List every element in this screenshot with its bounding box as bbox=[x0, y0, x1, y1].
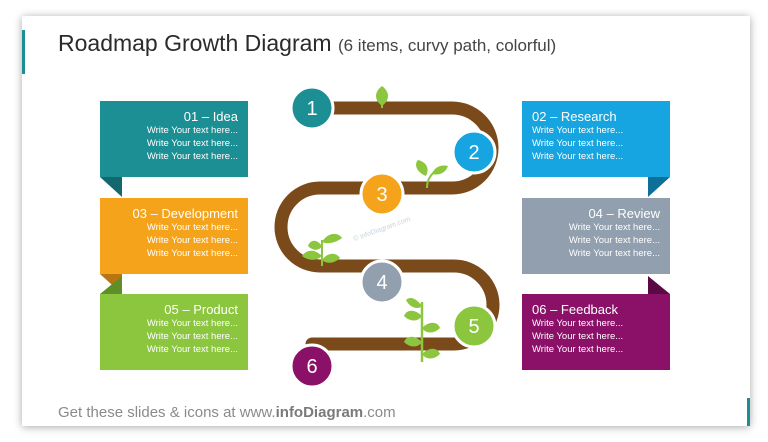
title-accent-bar bbox=[22, 30, 25, 74]
step-text-line: Write Your text here... bbox=[532, 344, 624, 355]
footer-credit: Get these slides & icons at www.infoDiag… bbox=[58, 404, 396, 421]
step-text-line: Write Your text here... bbox=[568, 222, 660, 233]
card-fold bbox=[100, 276, 122, 294]
step-card-review: 04 – Review Write Your text here... Writ… bbox=[522, 198, 670, 274]
step-text-line: Write Your text here... bbox=[146, 331, 238, 342]
step-circle-1: 1 bbox=[289, 85, 335, 131]
title-subtitle: (6 items, curvy path, colorful) bbox=[337, 36, 557, 55]
card-fold bbox=[648, 177, 670, 197]
step-number-5: 5 bbox=[468, 316, 479, 338]
step-circle-3: 3 bbox=[359, 171, 405, 217]
step-heading: 04 – Review bbox=[588, 206, 660, 221]
step-text-line: Write Your text here... bbox=[568, 235, 660, 246]
footer-brand: infoDiagram bbox=[275, 404, 364, 421]
step-heading: 01 – Idea bbox=[183, 109, 238, 124]
step-number-3: 3 bbox=[376, 184, 387, 206]
step-card-product: 05 – Product Write Your text here... Wri… bbox=[100, 294, 248, 370]
step-circle-6: 6 bbox=[289, 343, 335, 389]
seedling-icon bbox=[302, 233, 342, 266]
step-text-line: Write Your text here... bbox=[146, 222, 238, 233]
step-heading: 03 – Development bbox=[132, 206, 238, 221]
step-text-line: Write Your text here... bbox=[146, 248, 238, 259]
step-text-line: Write Your text here... bbox=[146, 138, 238, 149]
step-heading: 05 – Product bbox=[164, 302, 238, 317]
plant-icon bbox=[404, 298, 440, 362]
step-number-6: 6 bbox=[306, 356, 317, 378]
step-text-line: Write Your text here... bbox=[146, 318, 238, 329]
card-fold bbox=[100, 177, 122, 197]
title-main: Roadmap Growth Diagram bbox=[58, 30, 332, 56]
step-text-line: Write Your text here... bbox=[146, 125, 238, 136]
footer-suffix: .com bbox=[363, 404, 396, 421]
step-text-line: Write Your text here... bbox=[532, 138, 624, 149]
step-text-line: Write Your text here... bbox=[532, 125, 624, 136]
slide-title: Roadmap Growth Diagram (6 items, curvy p… bbox=[58, 30, 556, 57]
step-text-line: Write Your text here... bbox=[568, 248, 660, 259]
step-text-line: Write Your text here... bbox=[532, 151, 624, 162]
step-text-line: Write Your text here... bbox=[146, 151, 238, 162]
step-text-line: Write Your text here... bbox=[532, 318, 624, 329]
step-number-2: 2 bbox=[468, 142, 479, 164]
step-heading: 06 – Feedback bbox=[532, 302, 619, 317]
step-card-feedback: 06 – Feedback Write Your text here... Wr… bbox=[522, 294, 670, 370]
card-fold bbox=[648, 276, 670, 294]
step-text-line: Write Your text here... bbox=[532, 331, 624, 342]
step-card-research: 02 – Research Write Your text here... Wr… bbox=[522, 101, 670, 177]
leaf-icon bbox=[376, 86, 388, 108]
corner-accent-bar bbox=[747, 398, 750, 426]
sprout-icon bbox=[416, 160, 448, 189]
footer-prefix: Get these slides & icons at www. bbox=[58, 404, 276, 421]
step-heading: 02 – Research bbox=[532, 109, 617, 124]
step-number-1: 1 bbox=[306, 98, 317, 120]
step-text-line: Write Your text here... bbox=[146, 344, 238, 355]
step-number-4: 4 bbox=[376, 272, 387, 294]
slide: Roadmap Growth Diagram (6 items, curvy p… bbox=[22, 16, 750, 426]
step-circle-5: 5 bbox=[451, 303, 497, 349]
step-circle-4: 4 bbox=[359, 259, 405, 305]
step-card-development: 03 – Development Write Your text here...… bbox=[100, 198, 248, 274]
step-text-line: Write Your text here... bbox=[146, 235, 238, 246]
step-card-idea: 01 – Idea Write Your text here... Write … bbox=[100, 101, 248, 177]
step-circle-2: 2 bbox=[451, 129, 497, 175]
roadmap-diagram: 1 2 3 4 5 6 bbox=[274, 85, 500, 389]
